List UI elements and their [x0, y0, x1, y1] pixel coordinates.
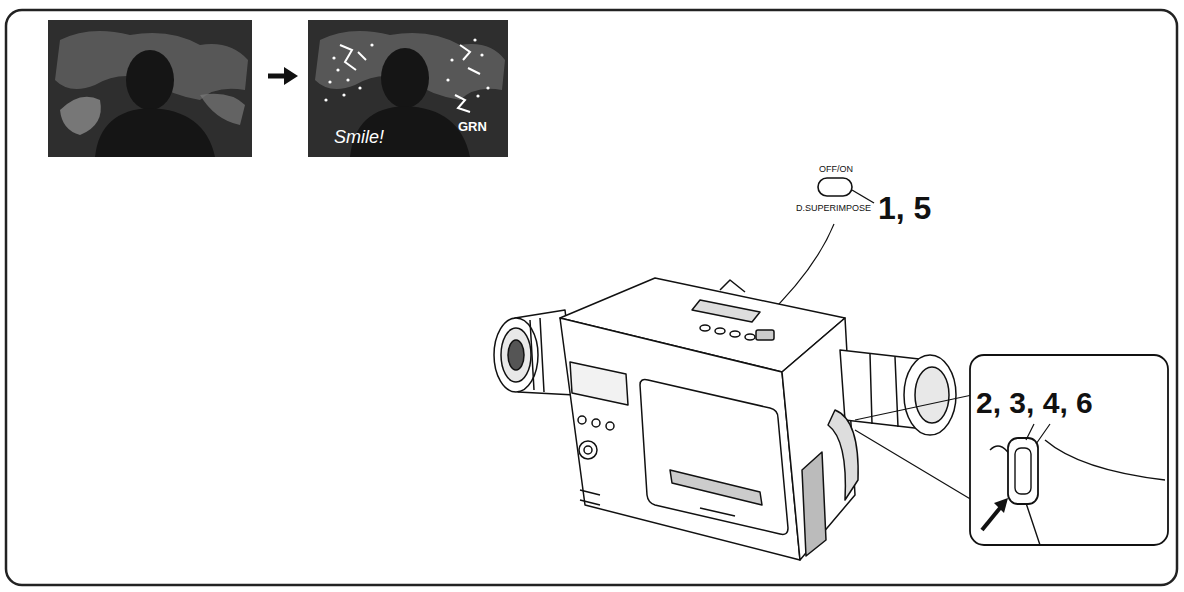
callout-number: 1, 5 — [878, 192, 931, 224]
camcorder — [494, 278, 956, 560]
overlay-color: GRN — [458, 120, 487, 133]
callout-number: 2, 3, 4, 6 — [976, 388, 1093, 418]
zoom-line — [855, 395, 972, 500]
superimpose-button — [818, 178, 852, 196]
detail-inset — [970, 355, 1168, 545]
frame — [6, 10, 1177, 585]
button-label: OFF/ON — [819, 165, 853, 174]
before-thumbnail — [48, 20, 252, 157]
button-label: D.SUPERIMPOSE — [796, 204, 871, 213]
arrow-head — [284, 67, 298, 85]
after-thumbnail — [308, 20, 508, 157]
arrow — [268, 74, 286, 79]
overlay-text: Smile! — [334, 128, 384, 146]
leader-line — [852, 190, 874, 203]
